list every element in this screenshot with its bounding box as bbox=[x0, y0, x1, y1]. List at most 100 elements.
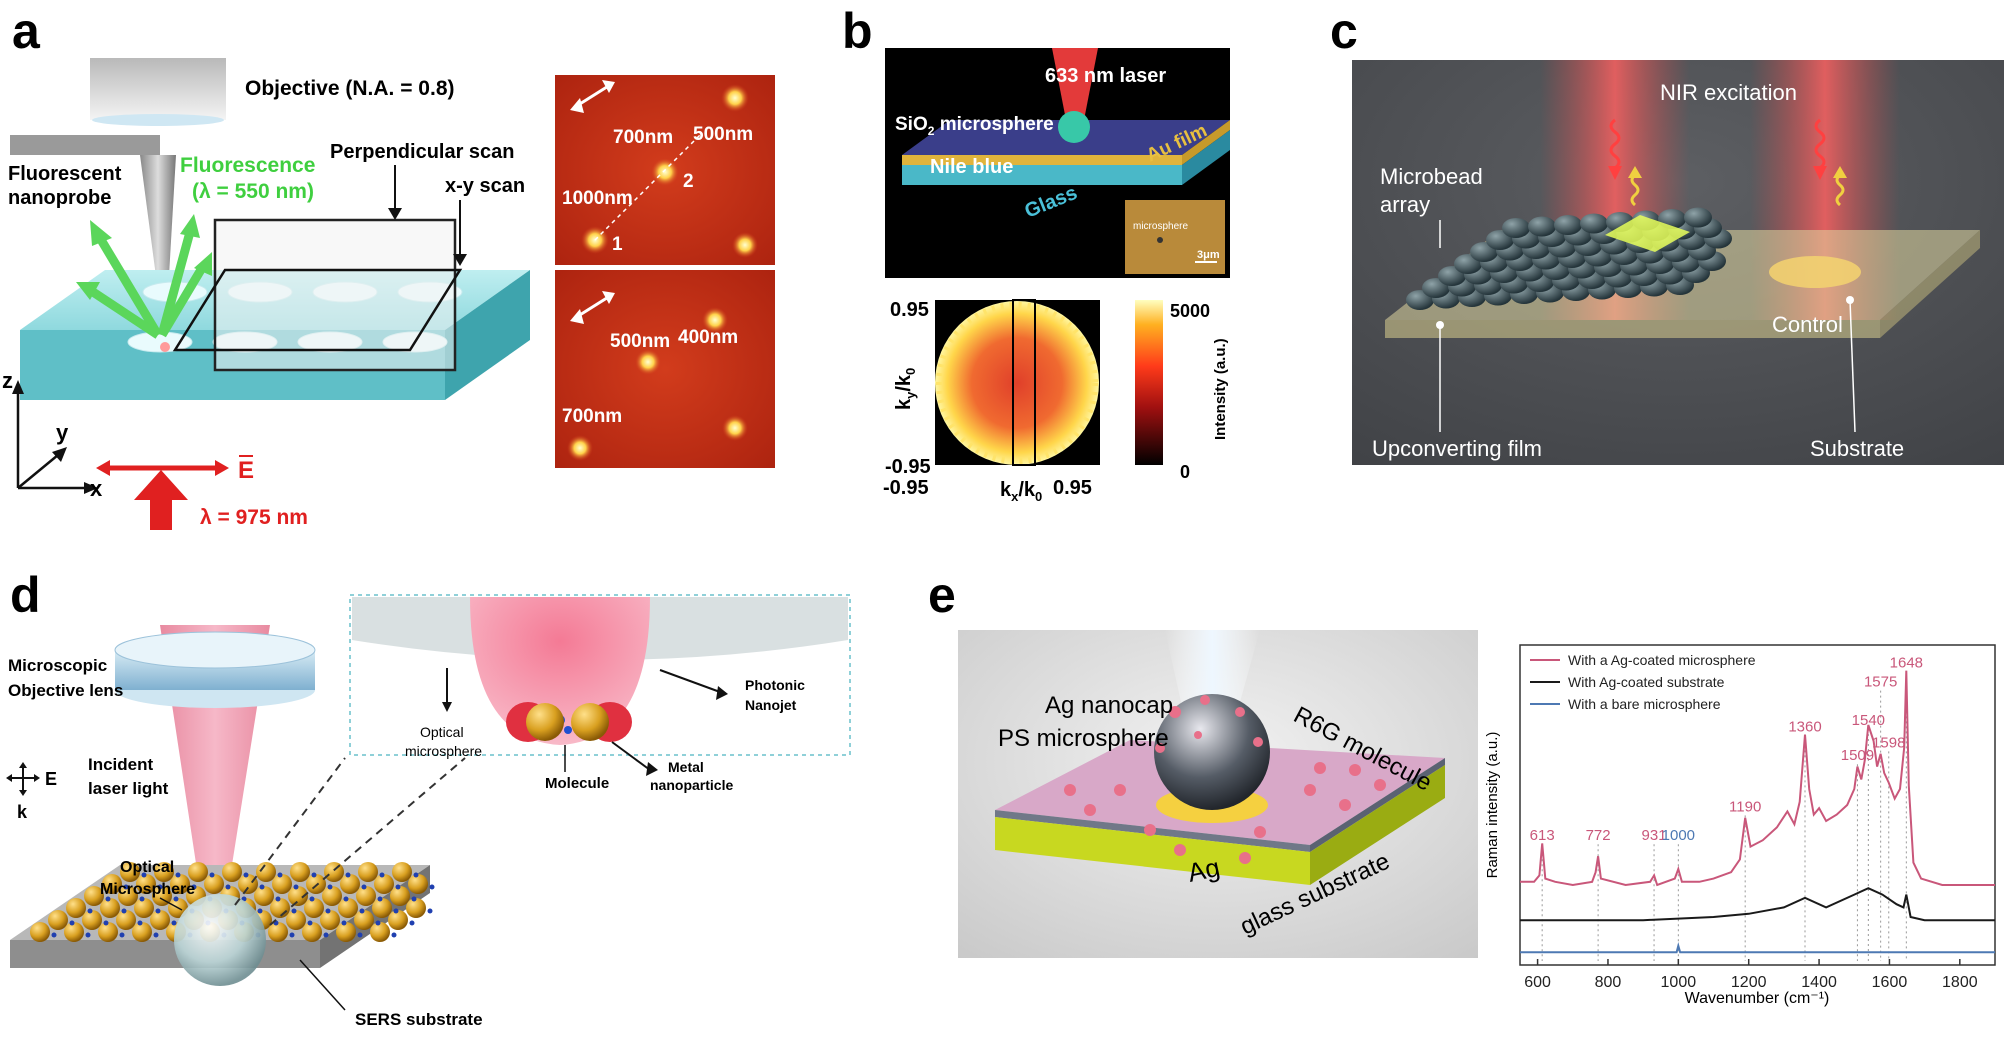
probe-molecule bbox=[277, 872, 283, 878]
gold-nanoparticle bbox=[374, 874, 394, 894]
gold-nanoparticle bbox=[322, 886, 342, 906]
peak-label: 1190 bbox=[1729, 798, 1761, 815]
gold-nanoparticle bbox=[272, 874, 292, 894]
control-glow bbox=[1769, 256, 1861, 288]
probe-molecule bbox=[209, 872, 215, 878]
glass-layer bbox=[902, 165, 1182, 185]
light-beam-e bbox=[1165, 630, 1260, 720]
probe-molecule bbox=[341, 920, 347, 926]
gold-nanoparticle bbox=[388, 910, 408, 930]
emission-photon-icon bbox=[1630, 173, 1640, 207]
probe-molecule bbox=[51, 932, 57, 938]
e-field-label: E bbox=[238, 457, 254, 484]
x-tick-label: 1800 bbox=[1942, 974, 1978, 991]
probe-molecule bbox=[173, 896, 179, 902]
peak-label: 772 bbox=[1586, 827, 1611, 844]
probe-molecule bbox=[427, 908, 433, 914]
x-tick-label: 1200 bbox=[1731, 974, 1767, 991]
probe-molecule bbox=[141, 872, 147, 878]
probe-molecule bbox=[411, 896, 417, 902]
x-tick-label: 1400 bbox=[1801, 974, 1837, 991]
gold-nanoparticle bbox=[372, 898, 392, 918]
probe-molecule bbox=[429, 884, 435, 890]
fluorescence-arrows bbox=[76, 214, 212, 339]
img-label-700b: 700nm bbox=[562, 406, 622, 427]
peak-label: 1598 bbox=[1872, 734, 1905, 751]
laser-beam-icon bbox=[1052, 48, 1098, 120]
probe-molecule bbox=[155, 908, 161, 914]
r6g-molecules bbox=[1064, 695, 1386, 864]
gold-nanoparticle bbox=[100, 898, 120, 918]
colorbar-title: Intensity (a.u.) bbox=[1212, 338, 1229, 440]
probe-molecule bbox=[307, 920, 313, 926]
probe-molecule bbox=[153, 932, 159, 938]
gold-nanoparticle bbox=[324, 862, 344, 882]
gold-nanoparticle bbox=[204, 874, 224, 894]
gold-nanoparticle bbox=[48, 910, 68, 930]
raman-x-axis-label: Wavenumber (cm⁻¹) bbox=[1685, 990, 1830, 1007]
probe-molecule bbox=[343, 896, 349, 902]
probe-molecule bbox=[379, 872, 385, 878]
glass-substrate-layer bbox=[995, 817, 1310, 885]
probe-molecule bbox=[291, 908, 297, 914]
probe-molecule bbox=[191, 884, 197, 890]
probe-molecule bbox=[325, 908, 331, 914]
gold-nanoparticle bbox=[320, 910, 340, 930]
inset-molecule-label: Molecule bbox=[545, 775, 609, 792]
sio2-label: SiO2 microsphere bbox=[895, 114, 1054, 138]
probe-molecule bbox=[137, 920, 143, 926]
gold-nanoparticle bbox=[150, 910, 170, 930]
probe-molecule bbox=[293, 884, 299, 890]
objective-d-label-2: Objective lens bbox=[8, 681, 123, 700]
gold-nanoparticle bbox=[302, 922, 322, 942]
kx-left-label: -0.95 bbox=[883, 477, 929, 499]
gold-nanoparticle bbox=[390, 886, 410, 906]
peak-label: 931 bbox=[1642, 827, 1667, 844]
img-label-500: 500nm bbox=[693, 124, 753, 145]
probe-molecule bbox=[359, 908, 365, 914]
gold-nanoparticle bbox=[134, 898, 154, 918]
polarization-arrow-icon bbox=[570, 80, 615, 324]
probe-molecule bbox=[395, 884, 401, 890]
probe-molecule bbox=[171, 920, 177, 926]
probe-molecule bbox=[121, 908, 127, 914]
img-label-1000: 1000nm bbox=[562, 188, 633, 209]
gold-nanoparticle bbox=[254, 886, 274, 906]
gold-nanoparticle bbox=[288, 886, 308, 906]
nile-blue-label: Nile blue bbox=[930, 156, 1013, 178]
probe-molecule bbox=[361, 884, 367, 890]
gold-nanoparticle bbox=[82, 910, 102, 930]
gold-nanoparticle bbox=[336, 922, 356, 942]
sers-substrate-label: SERS substrate bbox=[355, 1010, 483, 1029]
inset-optical-label-2: microsphere bbox=[405, 743, 482, 759]
ek-field-icon bbox=[6, 762, 40, 796]
probe-molecule bbox=[243, 872, 249, 878]
legend-entry: With a bare microsphere bbox=[1568, 696, 1721, 712]
probe-molecule bbox=[309, 896, 315, 902]
gold-nanoparticle bbox=[256, 862, 276, 882]
nir-excitation-label: NIR excitation bbox=[1660, 80, 1797, 105]
microbead bbox=[1502, 218, 1530, 238]
peak-label: 1540 bbox=[1852, 712, 1885, 729]
img-label-500b: 500nm bbox=[610, 331, 670, 352]
excitation-arrow-icon bbox=[134, 470, 188, 530]
microbead bbox=[1580, 213, 1608, 234]
colorbar-min-label: 0 bbox=[1180, 462, 1190, 482]
peak-label: 1000 bbox=[1662, 827, 1695, 844]
perpendicular-scan-plane bbox=[213, 218, 457, 372]
microbead bbox=[1554, 215, 1582, 235]
raman-series bbox=[1520, 670, 1995, 954]
kx-axis-label: kx/k0 bbox=[1000, 479, 1042, 504]
raman-series-line-1 bbox=[1520, 887, 1995, 922]
ps-microsphere-icon bbox=[1154, 694, 1270, 810]
probe-molecule bbox=[413, 872, 419, 878]
gold-nanoparticle bbox=[188, 862, 208, 882]
ky-axis-label: ky/k0 bbox=[893, 368, 918, 410]
metal-nanoparticle-icon bbox=[526, 703, 564, 741]
ky-bottom-label: -0.95 bbox=[885, 456, 931, 478]
probe-molecule bbox=[275, 896, 281, 902]
kspace-slit bbox=[1012, 299, 1036, 466]
probe-molecule bbox=[393, 908, 399, 914]
